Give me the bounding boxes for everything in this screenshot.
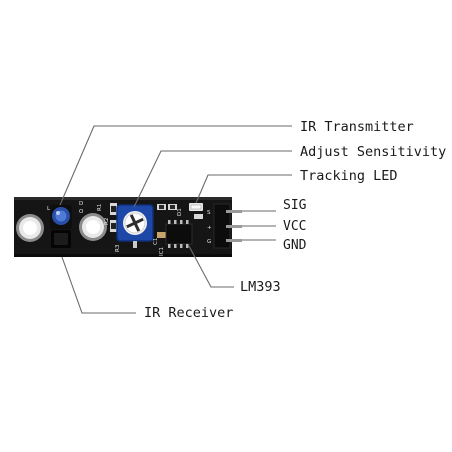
pin-gnd-lead — [226, 239, 242, 242]
silk-plus: + — [207, 225, 212, 231]
silk-l: L — [47, 206, 51, 212]
silk-d1: D1 — [177, 208, 183, 216]
label-pin-gnd: GND — [283, 238, 307, 253]
silk-r1: R1 — [97, 204, 103, 211]
pcb-board: R1 R2 R3 C1 IC1 D1 S + G D O L — [14, 197, 242, 257]
smd-parts-r3-c1 — [157, 204, 177, 238]
silk-s: S — [207, 210, 211, 216]
silk-r2: R2 — [104, 218, 110, 225]
leader-tracking-led — [195, 174, 292, 204]
lm393-chip — [165, 220, 193, 248]
header-pins — [213, 203, 242, 249]
leader-lm393 — [188, 245, 234, 288]
leader-adjust-sensitivity — [133, 150, 292, 208]
ir-receiver-sensor — [51, 230, 71, 248]
label-adjust-sensitivity: Adjust Sensitivity — [300, 144, 446, 160]
resistors-r1-r2 — [110, 203, 117, 232]
mounting-hole-center — [79, 213, 107, 241]
callout-labels: IR Transmitter Adjust Sensitivity Tracki… — [144, 119, 446, 321]
silk-g: G — [207, 239, 211, 245]
sensitivity-potentiometer — [116, 204, 154, 248]
label-tracking-led: Tracking LED — [300, 168, 398, 184]
silk-ic1: IC1 — [159, 247, 165, 256]
tracking-led — [189, 203, 203, 219]
mounting-hole-left — [16, 214, 44, 242]
leader-ir-receiver — [61, 256, 136, 314]
leader-ir-transmitter — [59, 125, 292, 206]
label-pin-vcc: VCC — [283, 219, 306, 234]
label-pin-sig: SIG — [283, 198, 307, 213]
silk-c1: C1 — [153, 238, 159, 245]
label-ir-transmitter: IR Transmitter — [300, 119, 414, 135]
pin-sig-lead — [226, 210, 242, 213]
pin-vcc-lead — [226, 225, 242, 228]
ir-transmitter-led — [50, 205, 72, 229]
label-lm393: LM393 — [240, 279, 281, 295]
silkscreen: R1 R2 R3 C1 IC1 D1 S + G D O L — [47, 201, 212, 256]
leader-lines — [59, 125, 292, 314]
silk-o: O — [79, 209, 84, 215]
silk-d: D — [79, 201, 83, 207]
label-ir-receiver: IR Receiver — [144, 305, 233, 321]
silk-r3: R3 — [115, 244, 121, 252]
